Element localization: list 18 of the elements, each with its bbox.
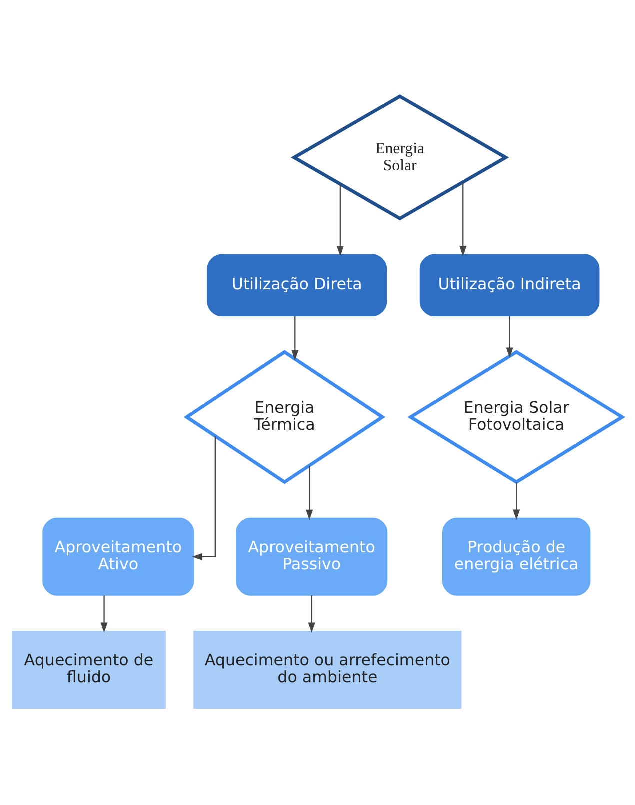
- arrow: [513, 482, 520, 520]
- arrow: [460, 182, 467, 256]
- node-box: Aproveitamento Ativo: [42, 518, 194, 596]
- arrow: [192, 436, 216, 560]
- node-box: Utilização Direta: [207, 254, 388, 317]
- node-diamond: Energia Solar: [290, 94, 510, 221]
- node-box: Produção de energia elétrica: [442, 518, 591, 596]
- node-box: Aquecimento ou arrefecimento do ambiente: [194, 630, 462, 710]
- arrow: [306, 466, 314, 520]
- node-box: Aquecimento de fluido: [12, 630, 166, 710]
- arrow: [292, 316, 299, 361]
- node-box: Utilização Indireta: [420, 254, 600, 317]
- arrow: [308, 596, 316, 633]
- node-diamond: Energia Solar Fotovoltaica: [408, 350, 626, 484]
- node-box: Aproveitamento Passivo: [236, 518, 388, 596]
- arrow: [506, 316, 514, 358]
- arrow: [336, 184, 344, 256]
- arrow: [100, 596, 108, 633]
